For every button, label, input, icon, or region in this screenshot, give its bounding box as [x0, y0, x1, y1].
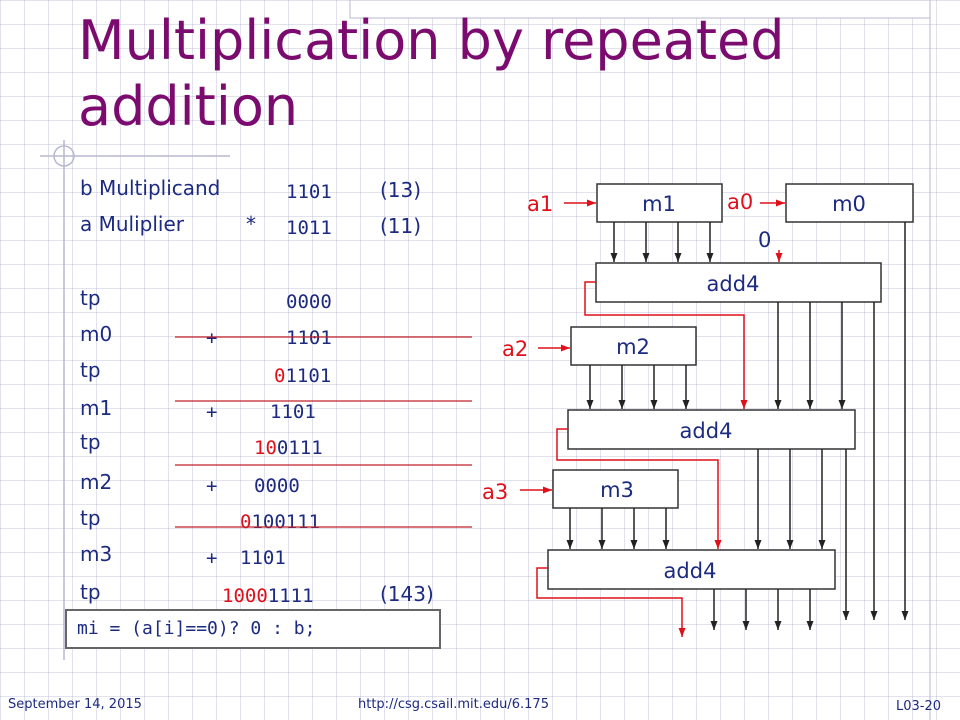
- row-value: 0111: [276, 437, 323, 459]
- row-operator: +: [206, 547, 218, 569]
- row-label: m1: [80, 396, 113, 420]
- row-label: m3: [80, 542, 113, 566]
- row-value: 1101: [285, 365, 332, 387]
- row-operator: +: [206, 327, 218, 349]
- footer-slide-number: L03-20: [896, 699, 942, 714]
- a0-label: a0: [727, 190, 753, 214]
- a2-label: a2: [502, 337, 528, 361]
- m3-block: [552, 469, 679, 509]
- row-value: 1101: [270, 401, 316, 423]
- row-value: 1101: [286, 181, 332, 203]
- row-note: (11): [380, 214, 422, 238]
- a1-label: a1: [527, 192, 553, 216]
- row-operator: +: [206, 401, 218, 423]
- row-value-composite: 01101: [274, 364, 331, 388]
- carry-digits: 1000: [222, 585, 268, 607]
- m1-block: [596, 183, 723, 223]
- row-operator: +: [206, 475, 218, 497]
- row-label: b Multiplicand: [80, 176, 221, 200]
- row-note: (143): [380, 582, 434, 606]
- footer-url: http://csg.csail.mit.edu/6.175: [358, 697, 549, 712]
- add4-label: add4: [664, 559, 717, 583]
- add4-block-1: [595, 262, 882, 303]
- row-label: tp: [80, 430, 101, 454]
- row-note: (13): [380, 178, 422, 202]
- row-operator: *: [246, 212, 256, 236]
- row-label: tp: [80, 506, 101, 530]
- add4-label: add4: [680, 419, 733, 443]
- carry-digits: 0: [240, 511, 252, 533]
- m0-label: m0: [832, 192, 866, 216]
- row-value: 1011: [286, 217, 332, 239]
- row-value: 1101: [286, 327, 332, 349]
- row-label: m2: [80, 470, 113, 494]
- carry-digits: 0: [274, 365, 286, 387]
- a3-label: a3: [482, 480, 508, 504]
- row-value-composite: 10001111: [222, 584, 314, 608]
- row-label: tp: [80, 580, 101, 604]
- slide-title: Multiplication by repeated addition: [78, 9, 785, 138]
- add4-label: add4: [707, 272, 760, 296]
- row-label: m0: [80, 322, 113, 346]
- carry-digits: 10: [254, 437, 277, 459]
- row-value-composite: 100111: [254, 436, 323, 460]
- row-value: 1101: [240, 547, 286, 569]
- add4-block-3: [547, 549, 836, 590]
- row-value: 0000: [286, 291, 332, 313]
- zero-input: 0: [758, 228, 771, 252]
- m1-label: m1: [642, 192, 676, 216]
- row-value: 0000: [254, 475, 300, 497]
- row-label: tp: [80, 358, 101, 382]
- row-label: tp: [80, 286, 101, 310]
- code-snippet: mi = (a[i]==0)? 0 : b;: [65, 609, 441, 649]
- add4-block-2: [567, 409, 856, 450]
- m2-label: m2: [616, 335, 650, 359]
- m0-block: [785, 183, 914, 223]
- footer-date: September 14, 2015: [8, 697, 142, 712]
- row-label: a Muliplier: [80, 212, 184, 236]
- row-value: 1111: [267, 585, 314, 607]
- m2-block: [570, 326, 697, 366]
- m3-label: m3: [600, 478, 634, 502]
